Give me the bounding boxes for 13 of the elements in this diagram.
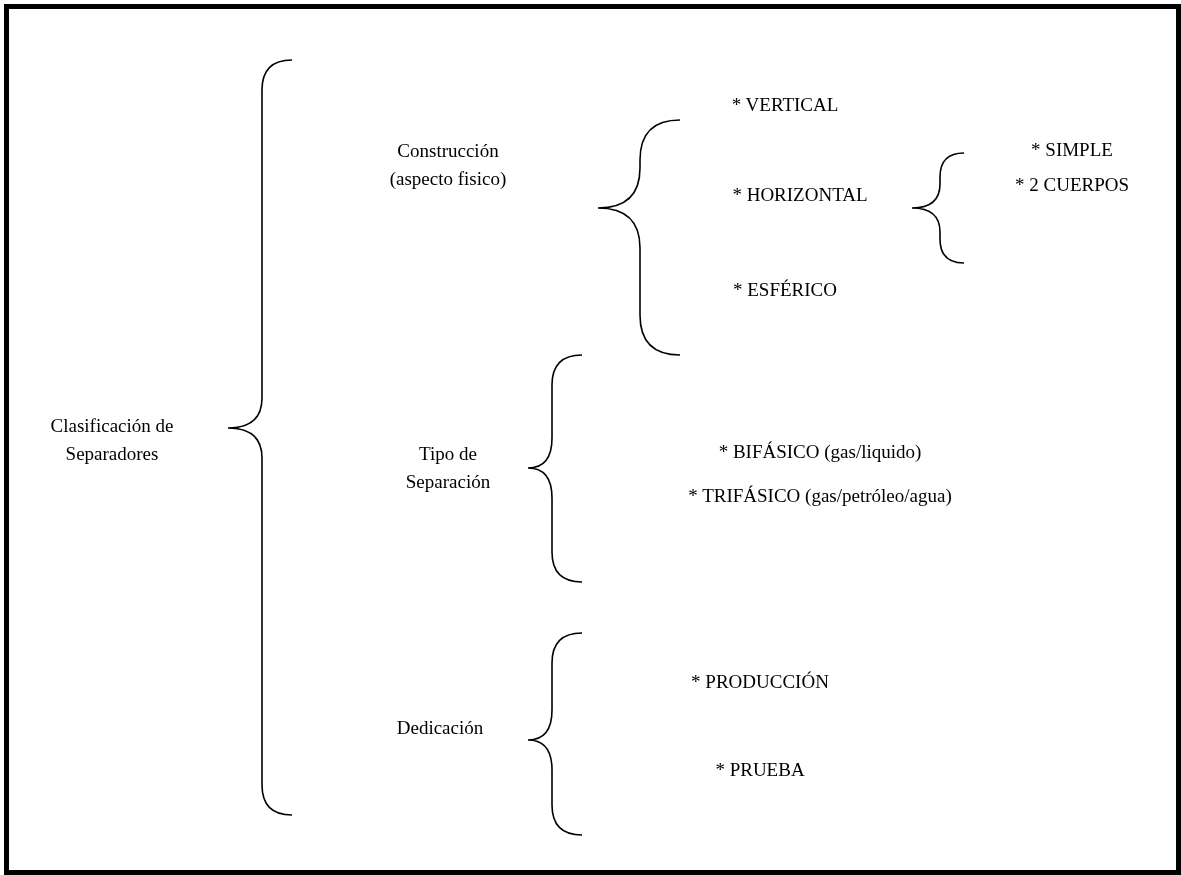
- category-label: Construcción (aspecto fisico): [388, 139, 508, 191]
- category-label: Clasificación de Separadores: [49, 414, 175, 466]
- category-label: Dedicación: [396, 716, 484, 741]
- category-label: * 2 CUERPOS: [1015, 173, 1129, 198]
- category-label: * PRODUCCIÓN: [691, 670, 829, 695]
- category-label: * VERTICAL: [731, 93, 839, 118]
- category-label: * PRUEBA: [715, 758, 805, 783]
- category-label: Tipo de Separación: [404, 442, 492, 494]
- category-label: * BIFÁSICO (gas/liquido): [718, 440, 922, 465]
- category-label: * HORIZONTAL: [732, 183, 868, 208]
- category-label: * TRIFÁSICO (gas/petróleo/agua): [688, 484, 952, 509]
- category-label: * ESFÉRICO: [733, 278, 837, 303]
- category-label: * SIMPLE: [1031, 138, 1113, 163]
